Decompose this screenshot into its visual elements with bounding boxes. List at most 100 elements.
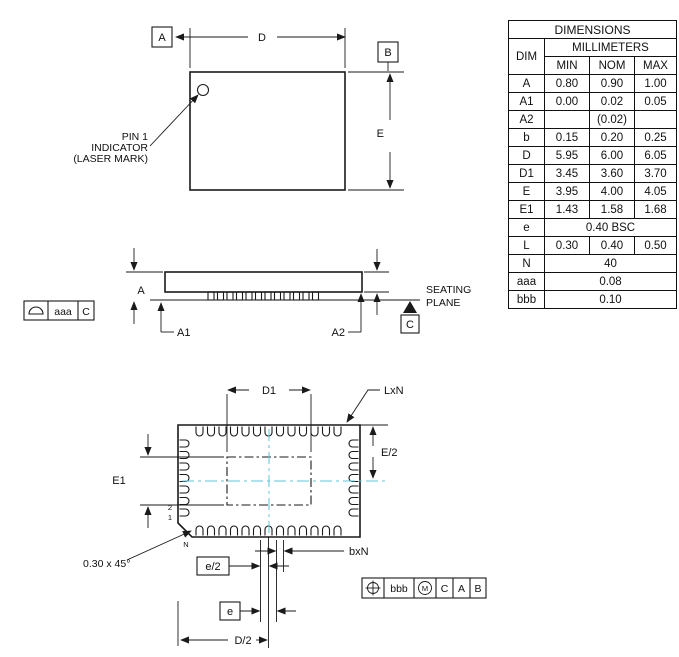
- pin-pad: [179, 439, 190, 448]
- dim-label-d1: D1: [262, 385, 276, 397]
- col-header-min: MIN: [544, 56, 590, 75]
- position-tolerance-icon: [365, 580, 381, 596]
- span-cell: 0.08: [543, 272, 678, 291]
- side-lead: [216, 291, 225, 301]
- seating-plane-text-line1: SEATING: [426, 284, 471, 296]
- max-cell: [633, 110, 678, 129]
- max-cell: 1.68: [633, 200, 678, 219]
- nom-cell: 0.40: [589, 236, 635, 255]
- dim-cell: aaa: [508, 272, 545, 291]
- dim-label-a: A: [137, 285, 145, 297]
- svg-text:M: M: [422, 584, 428, 593]
- pin-pad: [275, 525, 285, 536]
- max-cell: 4.05: [633, 182, 678, 201]
- nom-cell: 1.58: [589, 200, 635, 219]
- package-body-bottom: [177, 424, 361, 538]
- package-body-top: [189, 71, 346, 191]
- pin-pad: [252, 426, 262, 437]
- fcf-tolerance-bbb: bbb: [390, 583, 408, 595]
- fcf-datum-c: C: [82, 306, 90, 318]
- pin-pad: [218, 525, 227, 536]
- min-cell: 0.15: [544, 128, 590, 147]
- seating-plane-text-line2: PLANE: [426, 297, 460, 309]
- side-lead: [283, 291, 291, 301]
- dim-cell: A1: [508, 92, 545, 111]
- pin-pad: [348, 450, 359, 460]
- mmc-modifier-icon: M: [418, 581, 432, 595]
- pin-pad: [241, 426, 250, 437]
- pin-pad: [333, 525, 342, 536]
- chamfer-note: 0.30 x 45°: [83, 558, 130, 570]
- pin-number-2: 2: [168, 503, 172, 512]
- pin-pad: [310, 525, 319, 536]
- nom-cell: 0.90: [589, 74, 635, 93]
- pin1-indicator-mark: [196, 83, 210, 97]
- profile-of-surface-icon: [28, 306, 44, 315]
- pin-pad: [179, 473, 190, 483]
- pin-pad: [321, 525, 331, 536]
- min-cell: [544, 110, 590, 129]
- datum-a-label: A: [158, 32, 166, 44]
- dim-cell: A2: [508, 110, 545, 129]
- span-cell: 40: [543, 254, 678, 273]
- dim-label-d: D: [258, 32, 266, 44]
- fcf-datum-3: B: [474, 583, 481, 595]
- dim-cell: E: [508, 182, 545, 201]
- pin-pad: [348, 462, 359, 471]
- dim-label-e1: E1: [112, 475, 125, 487]
- dim-cell: bbb: [508, 290, 545, 309]
- col-header-nom: NOM: [589, 56, 635, 75]
- side-lead: [207, 291, 215, 301]
- pin-pad: [348, 496, 359, 506]
- dim-label-bxn: bxN: [349, 546, 369, 558]
- nom-cell: 0.20: [589, 128, 635, 147]
- pin-pad: [241, 525, 250, 536]
- max-cell: 6.05: [633, 146, 678, 165]
- pin-pad: [218, 426, 227, 437]
- min-cell: 3.95: [544, 182, 590, 201]
- pin-pad: [298, 525, 308, 536]
- pin1-note-line2: INDICATOR: [91, 142, 148, 154]
- side-view-leads: [207, 291, 320, 301]
- pin-pad: [348, 508, 359, 517]
- right-pin-row: [348, 439, 359, 517]
- side-lead: [226, 291, 234, 301]
- pin-pad: [195, 426, 204, 437]
- pin-pad: [310, 426, 319, 437]
- table-row: A2(0.02): [508, 110, 678, 129]
- flatness-fcf: aaa C: [23, 300, 95, 321]
- pin1-note-line1: PIN 1: [122, 131, 148, 143]
- pin-pad: [179, 485, 190, 494]
- dim-cell: D: [508, 146, 545, 165]
- pin-pad: [348, 485, 359, 494]
- pin-pad: [179, 462, 190, 471]
- side-lead: [292, 291, 301, 301]
- datum-a-box: [151, 26, 173, 48]
- dim-cell: A: [508, 74, 545, 93]
- position-fcf: bbb M C A B: [361, 577, 487, 599]
- pin-pad: [321, 426, 331, 437]
- fcf-tolerance-aaa: aaa: [54, 306, 72, 318]
- span-cell: 0.10: [543, 290, 678, 309]
- dim-label-a1: A1: [177, 327, 190, 339]
- dim-cell: N: [508, 254, 545, 273]
- pin-pad: [287, 426, 296, 437]
- side-lead: [235, 291, 244, 301]
- pin-pad: [333, 426, 342, 437]
- min-cell: 0.30: [544, 236, 590, 255]
- pin-pad: [252, 525, 262, 536]
- pin-pad: [179, 508, 190, 517]
- span-cell: 0.40 BSC: [543, 218, 678, 237]
- pin-number-1: 1: [168, 513, 172, 522]
- dim-cell: e: [508, 218, 545, 237]
- pin-pad: [179, 450, 190, 460]
- max-cell: 1.00: [633, 74, 678, 93]
- datum-c-label: C: [406, 319, 414, 331]
